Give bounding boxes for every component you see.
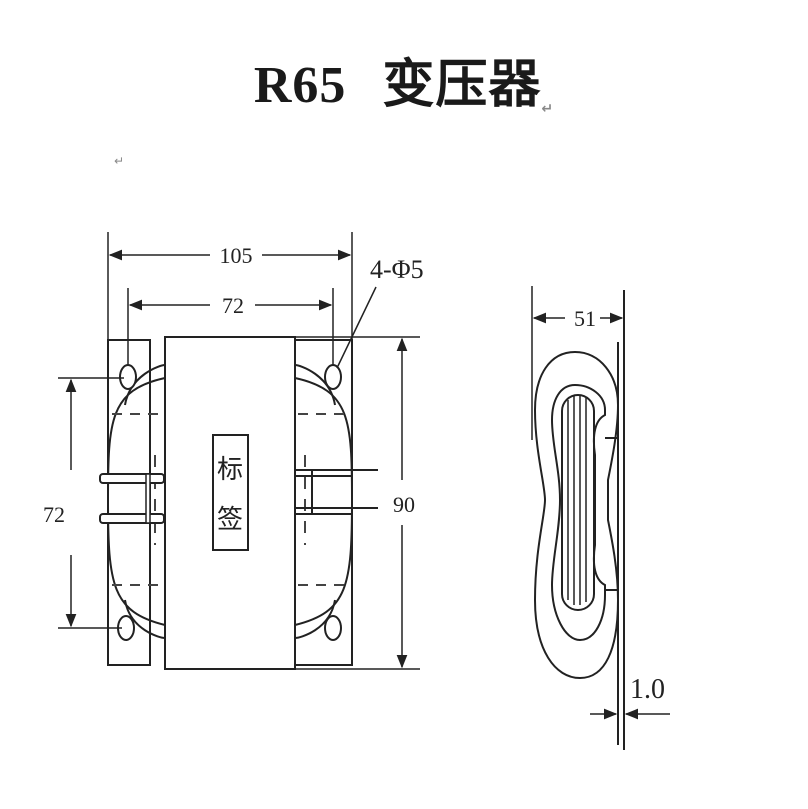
dim-1-label: 1.0 [630, 674, 665, 705]
dim-105-label: 105 [220, 243, 253, 268]
side-lamination [567, 395, 587, 605]
paragraph-mark: ↵ [114, 154, 125, 168]
front-view: 标 签 105 72 72 90 [43, 232, 424, 670]
title-model: R65 [253, 57, 347, 114]
winding-bottom-arc [124, 599, 166, 639]
winding-left [106, 377, 166, 626]
left-leads [99, 473, 165, 524]
mounting-hole-top-right [324, 364, 342, 390]
side-view: 51 1.0 [531, 286, 670, 750]
winding-bottom-arc-right [294, 599, 336, 639]
title-name: 变压器 [382, 57, 542, 114]
title-paragraph-mark: ↵ [541, 101, 555, 117]
left-lead-3 [145, 473, 151, 524]
dim-72h-label: 72 [222, 293, 244, 318]
mounting-hole-top-left [119, 364, 137, 390]
label-plate-char-2: 签 [217, 505, 243, 534]
label-plate [212, 434, 249, 551]
winding-top-arc-right [294, 364, 336, 406]
winding-top-arc [124, 364, 166, 406]
mounting-hole-bottom-right [324, 615, 342, 641]
mounting-bracket [107, 339, 151, 666]
label-plate-char-1: 标 [217, 455, 243, 484]
winding-right [294, 377, 354, 626]
page-title: R65 变压器↵ [0, 42, 808, 117]
dim-51-label: 51 [574, 306, 596, 331]
hole-leader [336, 286, 377, 369]
dim-90-label: 90 [393, 492, 415, 517]
side-core-band [561, 394, 595, 611]
left-lead-2 [99, 513, 165, 524]
left-lead-1 [99, 473, 165, 484]
right-leads [295, 469, 378, 515]
dim-72v-label: 72 [43, 502, 65, 527]
side-inner-shape [550, 383, 606, 642]
hole-callout-label: 4-Φ5 [370, 255, 424, 284]
